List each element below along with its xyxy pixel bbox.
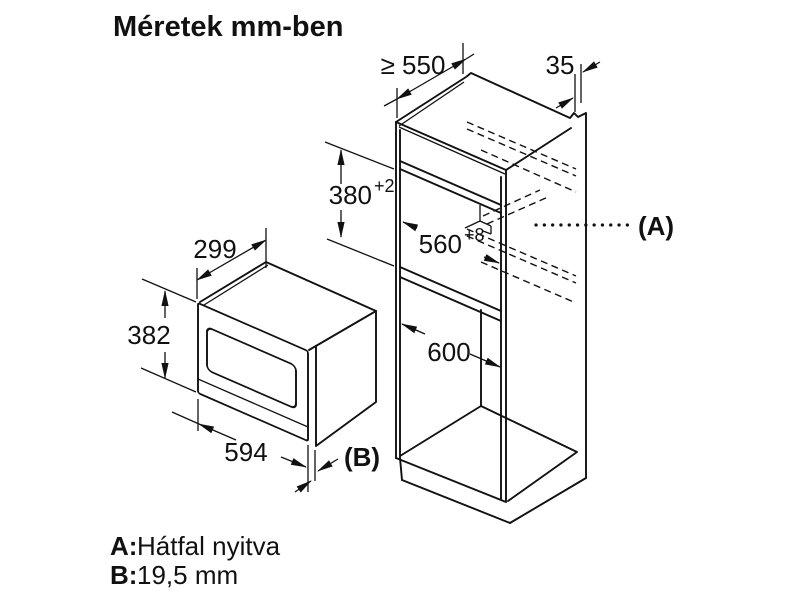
dim-callout-a: (A) xyxy=(534,211,674,241)
dim-callout-b: (B) xyxy=(294,442,380,493)
dim-oven-depth: 299 xyxy=(193,228,267,299)
dim-niche-height: 380 +2 xyxy=(324,141,395,267)
lower-shelf xyxy=(399,266,502,312)
oven-height-label: 382 xyxy=(127,320,170,350)
legend: A: Hátfal nyitva B: 19,5 mm xyxy=(110,531,281,590)
dim-niche-width: 560 +8 xyxy=(402,221,500,264)
legend-b-value: 19,5 mm xyxy=(137,560,238,590)
oven-width-label: 594 xyxy=(224,437,267,467)
compartment-height-label: 600 xyxy=(427,337,470,367)
dim-oven-height: 382 xyxy=(127,278,197,393)
compartment-floor xyxy=(399,405,578,502)
oven-door-window xyxy=(206,327,297,409)
dim-oven-width: 594 xyxy=(171,399,307,468)
niche-bracket xyxy=(464,205,492,235)
dim-compartment-height: 600 xyxy=(401,323,501,368)
page-title: Méretek mm-ben xyxy=(113,11,343,43)
niche-height-label: 380 xyxy=(329,180,372,210)
rear-gap-label: 35 xyxy=(546,50,575,80)
oven-drawing xyxy=(197,261,377,447)
oven-door xyxy=(197,302,309,442)
legend-a-key: A: xyxy=(110,531,137,561)
niche-height-tolerance: +2 xyxy=(374,176,395,196)
niche-width-tolerance: +8 xyxy=(464,225,485,245)
oven-depth-label: 299 xyxy=(193,234,236,264)
callout-a-label: (A) xyxy=(638,211,674,241)
dim-cabinet-depth: ≥ 550 xyxy=(381,43,475,118)
cabinet-plinth xyxy=(395,457,587,524)
cabinet-depth-label: ≥ 550 xyxy=(381,50,446,80)
dimension-annotations: ≥ 550 35 380 +2 560 +8 600 xyxy=(127,43,674,493)
cabinet-drawing xyxy=(395,72,587,524)
hidden-rear-edges xyxy=(466,121,577,304)
legend-a-value: Hátfal nyitva xyxy=(137,531,281,561)
upper-shelf xyxy=(399,160,502,206)
dim-rear-gap: 35 xyxy=(546,50,601,112)
niche-width-label: 560 xyxy=(419,229,462,259)
callout-b-label: (B) xyxy=(344,442,380,472)
legend-b-key: B: xyxy=(110,560,137,590)
